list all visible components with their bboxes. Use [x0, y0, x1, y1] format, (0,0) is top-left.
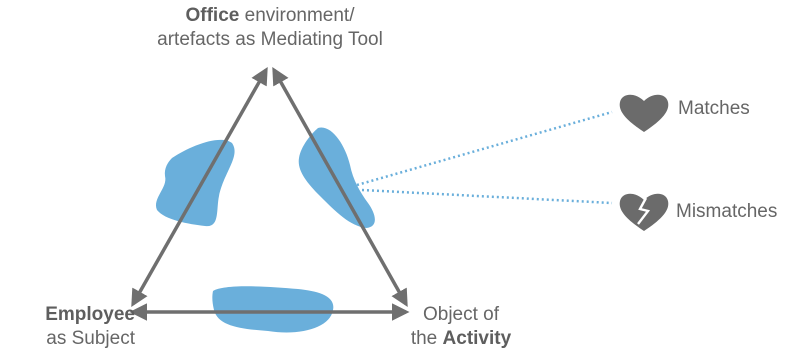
- heart-icon: [619, 94, 669, 132]
- bottom-tension-blob: [212, 286, 334, 333]
- mediating-tool-label: Office environment/ artefacts as Mediati…: [157, 5, 383, 50]
- object-label: Object of the Activity: [410, 304, 512, 349]
- left-tension-blob: [156, 139, 235, 227]
- mismatches-label: Mismatches: [676, 201, 778, 222]
- matches-connector: [356, 110, 613, 187]
- arrow-subject-tool: [131, 66, 268, 308]
- matches-label: Matches: [678, 98, 750, 119]
- broken-heart-icon: [619, 193, 669, 231]
- arrow-tool-object: [272, 66, 408, 308]
- mismatches-connector: [361, 188, 613, 205]
- right-tension-blob: [298, 127, 375, 228]
- subject-label: Employee as Subject: [45, 304, 135, 349]
